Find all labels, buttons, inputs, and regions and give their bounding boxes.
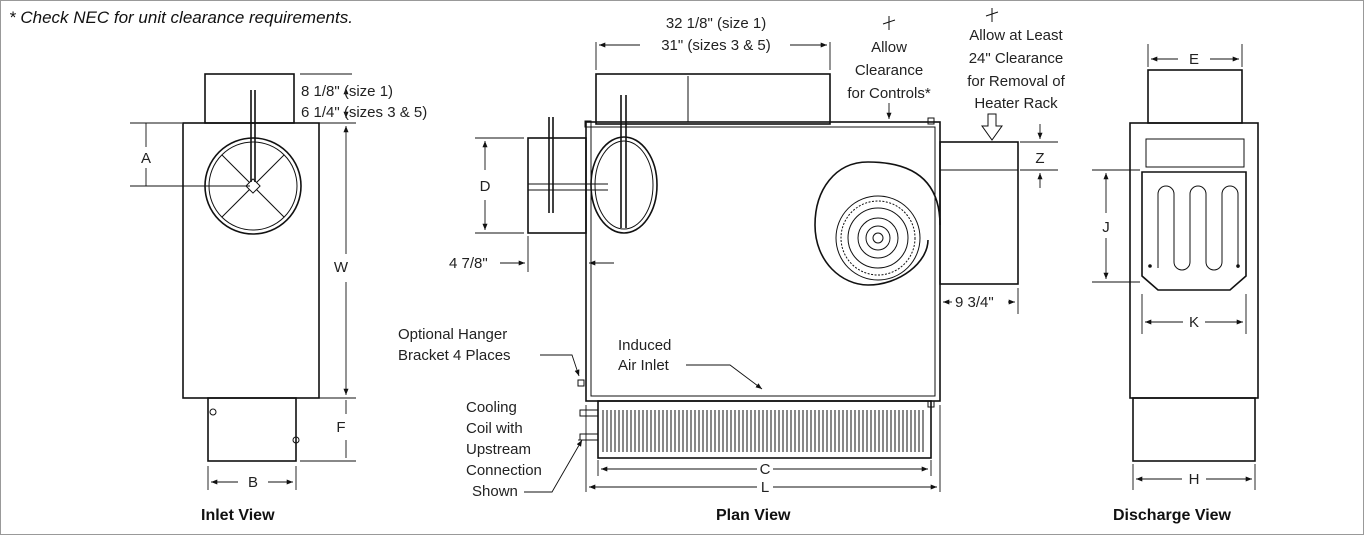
dim-w-label: W [334, 259, 349, 276]
discharge-view-caption: Discharge View [1113, 507, 1231, 524]
plan-inlet-collar [527, 137, 587, 234]
discharge-view: E J K H [1092, 44, 1259, 490]
discharge-bottom-section [1132, 397, 1256, 462]
coil-label-4: Connection [466, 462, 542, 479]
clearance-note: * Check NEC for unit clearance requireme… [9, 8, 353, 27]
dim-z-label: Z [1035, 150, 1044, 167]
induced-label-1: Induced [618, 337, 671, 354]
dim-d-label: D [480, 178, 491, 195]
induced-label-2: Air Inlet [618, 357, 670, 374]
heater-rack [1141, 171, 1247, 291]
heater-element [1157, 185, 1239, 271]
dim-a-label: A [141, 150, 151, 167]
rack-label-2: 24" Clearance [969, 50, 1064, 67]
plan-discharge-collar [939, 141, 1019, 285]
rack-label-4: Heater Rack [974, 95, 1058, 112]
dim-h-label: H [1189, 471, 1200, 488]
dim-k-label: K [1189, 314, 1199, 331]
plan-top-size35-label: 31" (sizes 3 & 5) [661, 37, 771, 54]
dim-b-label: B [248, 474, 258, 491]
discharge-top-collar [1147, 69, 1243, 124]
coil-label-5: Shown [472, 483, 518, 500]
dim-c-label: C [760, 461, 771, 478]
discharge-rack-top [1145, 138, 1245, 168]
hanger-label-2: Bracket 4 Places [398, 347, 511, 364]
plan-view: 32 1/8" (size 1) 31" (sizes 3 & 5) Allow… [398, 8, 1066, 500]
inlet-top-collar [204, 73, 295, 124]
discharge-cabinet [1129, 122, 1259, 399]
plan-cooling-coil [597, 400, 932, 459]
rack-label-1: Allow at Least [969, 27, 1063, 44]
hanger-label-1: Optional Hanger [398, 326, 507, 343]
controls-label-3: for Controls* [847, 85, 931, 102]
inlet-bottom-section [207, 397, 297, 462]
inlet-top-size1-label: 8 1/8" (size 1) [301, 83, 393, 100]
dim-e-label: E [1189, 51, 1199, 68]
dim-j-label: J [1102, 219, 1110, 236]
dim-right-offset-label: 9 3/4" [955, 294, 994, 311]
inlet-screw [209, 408, 217, 416]
inlet-top-size35-label: 6 1/4" (sizes 3 & 5) [301, 104, 427, 121]
coil-label-1: Cooling [466, 399, 517, 416]
inlet-view-caption: Inlet View [201, 507, 275, 524]
inlet-view: A 8 1/8" (size 1) 6 1/4" (sizes 3 & 5) W… [130, 73, 427, 491]
dim-f-label: F [336, 419, 345, 436]
plan-top-collar [595, 73, 831, 125]
plan-top-size1-label: 32 1/8" (size 1) [666, 15, 766, 32]
rack-label-3: for Removal of [967, 73, 1065, 90]
coil-label-2: Coil with [466, 420, 523, 437]
plan-view-caption: Plan View [716, 507, 791, 524]
inlet-screw [292, 436, 300, 444]
plan-blower-housing [814, 161, 941, 286]
dim-left-offset-label: 4 7/8" [449, 255, 488, 272]
coil-label-3: Upstream [466, 441, 531, 458]
dim-l-label: L [761, 479, 769, 496]
controls-label-1: Allow [871, 39, 907, 56]
controls-label-2: Clearance [855, 62, 923, 79]
coil-fins [602, 410, 924, 452]
